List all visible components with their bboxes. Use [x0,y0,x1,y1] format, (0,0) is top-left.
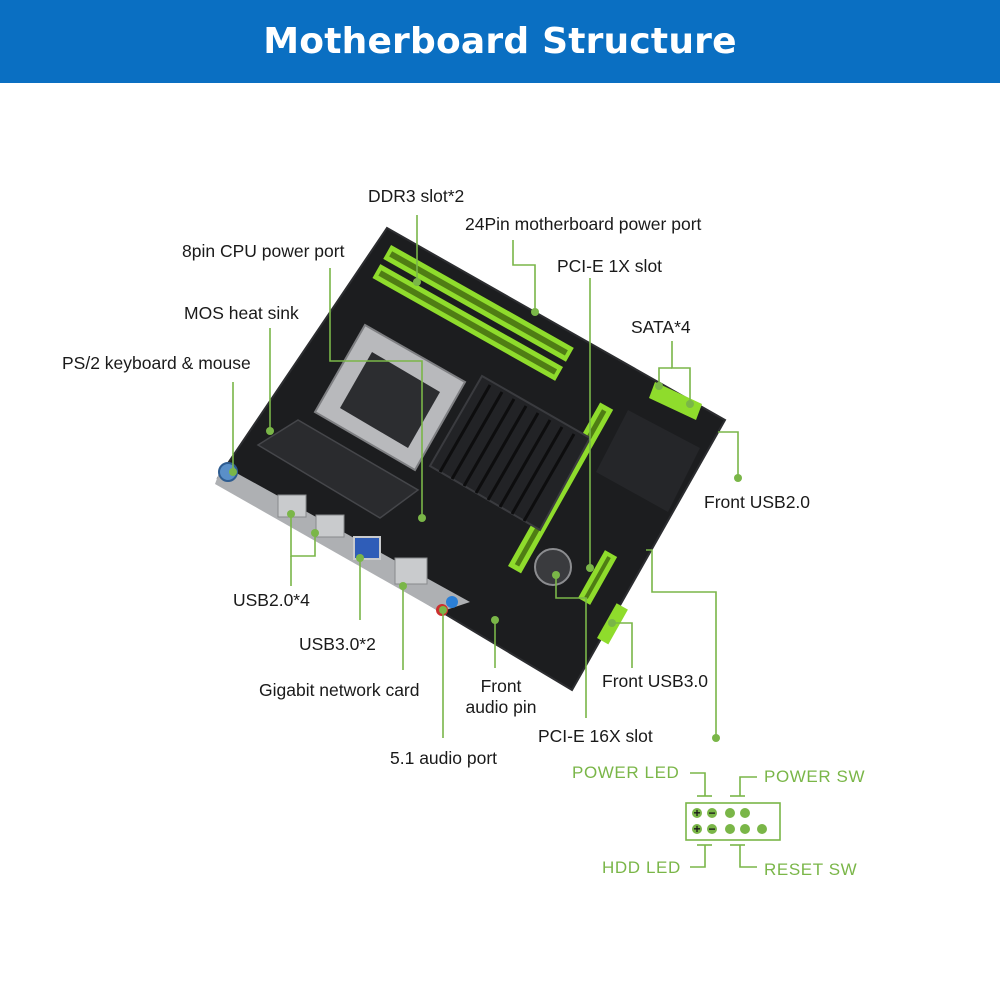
front-usb3-dot [608,619,616,627]
cmos-battery [534,548,572,586]
label-front-usb3: Front USB3.0 [602,671,709,691]
front-panel-pins [692,808,767,834]
sata-leader-branch [658,367,672,386]
usb2-port-block-2 [315,514,345,538]
mos-heatsink [256,419,420,519]
pcie1x-dot [586,564,594,572]
ps2-dot [229,468,237,476]
pin-minus-2: − [708,822,715,836]
sata-dot-2 [655,382,663,390]
label-24pin-power: 24Pin motherboard power port [465,214,702,234]
callout-lines [232,215,739,738]
label-pcie-1x: PCI-E 1X slot [557,256,663,276]
usb2-dot-2 [311,529,319,537]
front-usb2-dot [734,474,742,482]
sata-leader [671,341,691,404]
label-front-audio-line1: Front [480,676,522,696]
label-hdd-led: HDD LED [602,858,681,877]
ddr3-dot [413,278,421,286]
label-power-sw: POWER SW [764,767,866,786]
label-8pin-cpu-power: 8pin CPU power port [182,241,345,261]
label-usb2: USB2.0*4 [233,590,310,610]
pin-plus-2: + [693,822,700,836]
ddr3-slots [372,244,574,381]
title-banner [0,0,1000,83]
label-pcie-16x: PCI-E 16X slot [538,726,653,746]
audio-port-blue [446,596,458,608]
cpu8pin-leader [329,268,423,518]
lan-port-block [394,557,428,585]
label-audio-51: 5.1 audio port [390,748,498,768]
power24-dot [531,308,539,316]
label-mos-heat-sink: MOS heat sink [184,303,299,323]
sata-dot-1 [686,400,694,408]
lan-dot [399,582,407,590]
motherboard-board [215,226,727,692]
label-front-audio-line2: audio pin [465,697,537,717]
front-panel-header: + − + − [685,772,781,868]
mos-dot [266,427,274,435]
label-usb3: USB3.0*2 [299,634,376,654]
pin-minus-1: − [708,806,715,820]
usb3-port-block [353,536,381,560]
front-panel-leader [646,549,717,738]
label-reset-sw: RESET SW [764,860,858,879]
pch-heatsink-fins [438,384,576,522]
label-front-audio: Front audio pin [455,676,547,718]
callout-endpoints [229,278,742,742]
label-sata: SATA*4 [631,317,691,337]
sata-ports [649,382,702,420]
chip-heatsink [596,410,700,512]
label-front-usb2: Front USB2.0 [704,492,811,512]
front-usb3-leader [612,622,633,668]
front-panel-dot [712,734,720,742]
pcie16x-dot [552,571,560,579]
front-audio-dot [491,616,499,624]
power24-leader [512,240,536,312]
pcie-1x-slot [578,550,618,605]
label-power-led: POWER LED [572,763,680,782]
usb2-leader [290,514,316,557]
label-gigabit-network: Gigabit network card [259,680,420,700]
audio51-dot [439,606,447,614]
cpu8pin-dot [418,514,426,522]
page-title: Motherboard Structure [263,21,737,62]
cpu-socket-center [340,352,440,448]
pch-heatsink [428,374,592,532]
pcie16x-leader [555,575,587,718]
usb3-dot [356,554,364,562]
label-ddr3: DDR3 slot*2 [368,186,465,206]
front-usb2-leader [718,431,739,478]
label-ps2: PS/2 keyboard & mouse [62,353,251,373]
pin-plus-1: + [693,806,700,820]
front-panel-brackets [690,772,757,868]
usb2-dot-1 [287,510,295,518]
